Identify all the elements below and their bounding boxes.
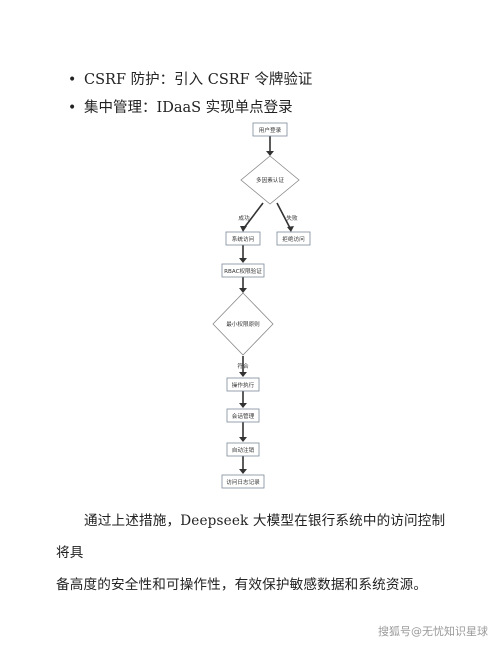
edge-mfa-fail xyxy=(276,202,291,229)
arrowhead xyxy=(239,258,247,263)
node-login-label: 用户登录 xyxy=(259,126,282,134)
node-least-priv xyxy=(212,292,274,356)
paragraph-line-1: 通过上述措施，Deepseek 大模型在银行系统中的访问控制将具 xyxy=(56,513,446,561)
arrowhead xyxy=(287,226,294,232)
node-auto-logout xyxy=(226,442,260,457)
node-mfa xyxy=(240,155,300,205)
node-deny-label: 拒绝访问 xyxy=(282,235,305,243)
arrowhead xyxy=(266,151,274,156)
node-deny xyxy=(276,231,311,246)
node-audit-log xyxy=(221,474,265,489)
node-op-exec xyxy=(226,377,260,392)
edge-label-fail: 失败 xyxy=(286,214,298,222)
arrowhead xyxy=(239,403,247,408)
edge-label-success: 成功 xyxy=(238,214,250,222)
arrowhead xyxy=(239,288,247,293)
node-session-label: 会话管理 xyxy=(232,412,255,420)
edge-label-comply: 符合 xyxy=(237,362,249,370)
bullet-list: CSRF 防护：引入 CSRF 令牌验证 集中管理：IDaaS 实现单点登录 xyxy=(68,70,312,126)
arrowhead xyxy=(240,226,247,232)
edge-mfa-success xyxy=(243,202,264,229)
bullet-item-idaas: 集中管理：IDaaS 实现单点登录 xyxy=(68,98,312,126)
watermark: 搜狐号@无忧知识星球 xyxy=(378,625,488,638)
node-op-exec-label: 操作执行 xyxy=(232,381,255,389)
arrowhead xyxy=(239,437,247,442)
node-auto-logout-label: 自动注销 xyxy=(232,446,255,454)
node-rbac-label: RBAC权限验证 xyxy=(224,267,262,275)
paragraph-line-2: 备高度的安全性和可操作性，有效保护敏感数据和系统资源。 xyxy=(56,577,428,593)
node-least-priv-label: 最小权限原则 xyxy=(226,320,260,328)
arrowhead xyxy=(239,372,247,377)
node-audit-log-label: 访问日志记录 xyxy=(226,478,260,486)
node-sys-access xyxy=(225,231,261,246)
arrowhead xyxy=(239,469,247,474)
bullet-item-csrf: CSRF 防护：引入 CSRF 令牌验证 xyxy=(68,70,312,98)
node-login xyxy=(252,122,288,137)
node-session xyxy=(226,408,260,423)
summary-paragraph: 通过上述措施，Deepseek 大模型在银行系统中的访问控制将具 备高度的安全性… xyxy=(56,505,456,601)
node-sys-access-label: 系统访问 xyxy=(232,235,255,243)
node-mfa-label: 多因素认证 xyxy=(256,176,284,184)
node-rbac xyxy=(221,263,265,278)
